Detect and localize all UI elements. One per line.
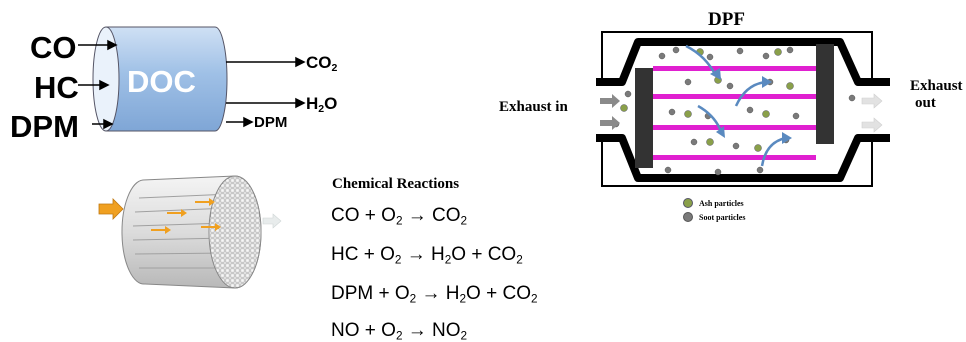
dpf-exhaust-out-label-1: Exhaust [910,78,963,94]
doc-output-arrows [226,56,306,128]
doc-input-dpm: DPM [10,109,79,144]
reaction-4: NO + O2 → NO2 [331,320,468,342]
reaction-1: CO + O2 → CO2 [331,205,468,228]
dpf-legend: Ash particles Soot particles [683,196,745,224]
reactions-heading: Chemical Reactions [332,176,460,192]
dpf-exhaust-out-label-2: out [915,95,936,111]
dpf-inlet-pipe [596,64,636,156]
doc-input-hc: HC [34,70,79,105]
doc-title: DOC [127,64,196,99]
reaction-3: DPM + O2 → H2O + CO2 [331,283,538,306]
legend-item-soot: Soot particles [683,210,745,224]
dpf-schematic [596,31,890,187]
dpf-outlet-pipe [844,64,890,156]
dpf-right-plug [816,44,834,144]
dpf-outlet-arrows [861,93,883,133]
doc-cylinder-body [105,26,228,132]
monolith-illustration [98,175,282,289]
dpf-title: DPF [708,9,745,30]
doc-input-co: CO [30,30,77,65]
doc-output-h2o: H2O [306,94,338,115]
monolith-honeycomb-face [208,175,262,289]
dpf-exhaust-in-label: Exhaust in [499,99,568,115]
doc-output-co2: CO2 [306,53,338,74]
monolith-outlet-arrow [262,213,282,229]
monolith-flow-arrows [151,198,221,234]
doc-output-dpm: DPM [254,114,288,131]
doc-cylinder-face [92,26,120,132]
dpf-inlet-arrows [600,94,620,130]
reaction-2: HC + O2 → H2O + CO2 [331,244,523,267]
monolith-inlet-arrow [98,198,124,220]
soot-particle-swatch [683,212,693,222]
dpf-channel-walls [653,66,816,160]
ash-particle-swatch [683,198,693,208]
dpf-left-plug [635,68,653,168]
doc-schematic [78,26,306,132]
legend-item-ash: Ash particles [683,196,745,210]
dpf-outer-wall [596,38,890,182]
doc-input-arrows [78,39,118,130]
